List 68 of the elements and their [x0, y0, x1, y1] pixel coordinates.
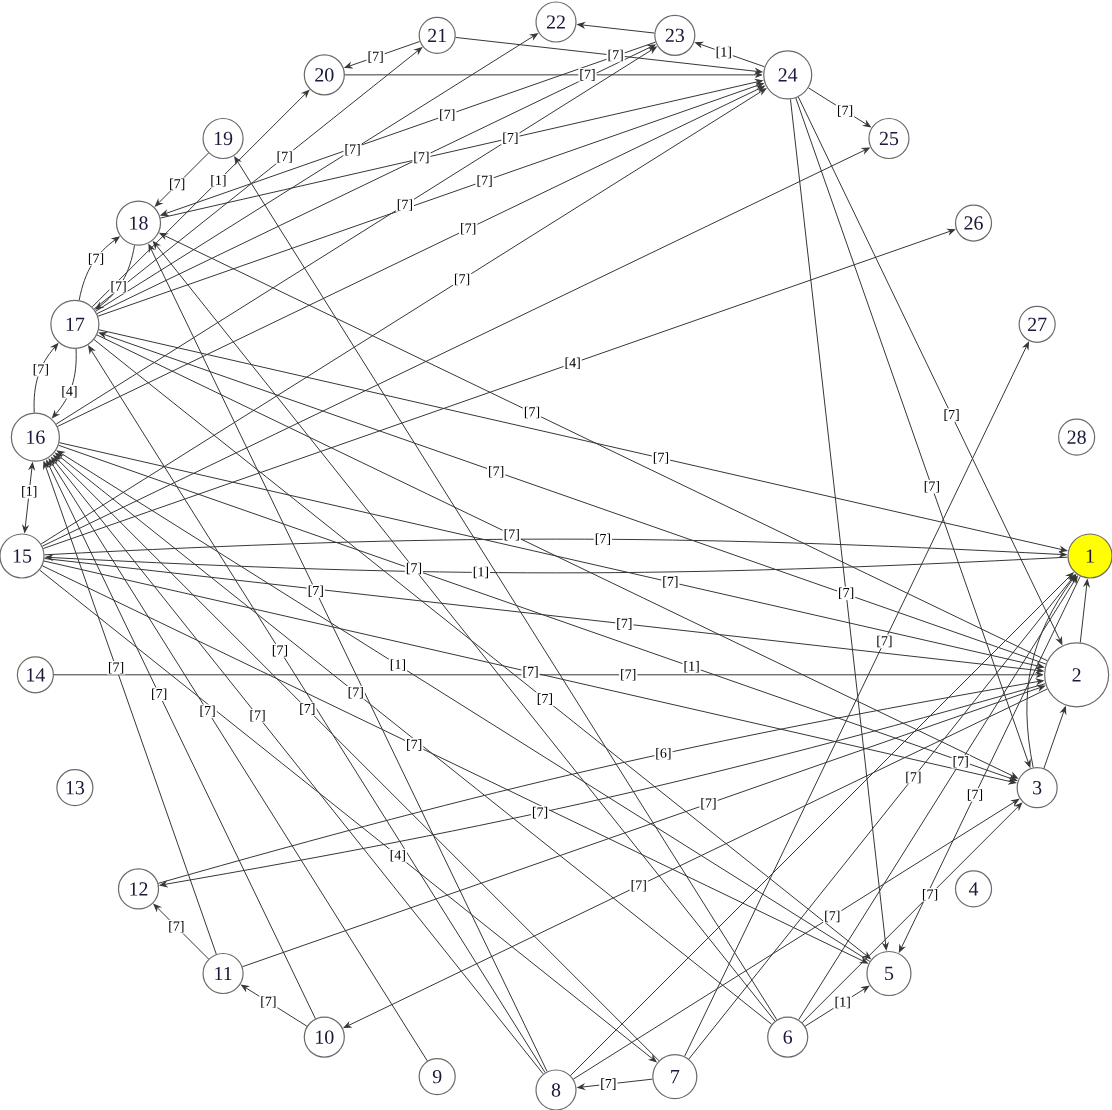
arrow: [39, 569, 657, 1063]
arrow: [898, 575, 1081, 953]
arrow: [97, 82, 764, 317]
arrow: [46, 460, 316, 1020]
arrow: [242, 685, 1046, 968]
arrow: [344, 41, 421, 69]
arrow: [57, 85, 765, 427]
arrow: [22, 462, 35, 533]
arrow: [577, 1078, 653, 1090]
arrow: [801, 802, 1023, 1024]
arrow: [33, 343, 59, 414]
arrow: [43, 560, 1017, 785]
arrow: [1026, 574, 1077, 768]
arrow: [41, 147, 870, 547]
arrow: [798, 575, 1078, 1021]
arrow: [58, 442, 1045, 669]
arrow: [88, 345, 546, 1074]
arrow: [52, 348, 77, 419]
arrow: [56, 450, 871, 962]
arrow: [95, 244, 136, 310]
arrow: [96, 334, 1018, 779]
arrow: [53, 671, 1044, 678]
arrow: [344, 71, 763, 78]
arrow: [43, 461, 217, 955]
arrow: [153, 903, 209, 960]
arrow: [684, 341, 1029, 1057]
arrow: [154, 152, 209, 207]
arrow: [41, 565, 868, 964]
arrow: [55, 452, 773, 1025]
arrow: [44, 538, 1067, 558]
arrow: [159, 232, 1048, 662]
arrow: [160, 79, 763, 219]
arrow: [96, 44, 656, 315]
arrow: [455, 36, 763, 75]
arrow: [148, 244, 548, 1072]
arrow: [241, 984, 308, 1027]
arrow: [808, 87, 871, 128]
arrow: [93, 339, 871, 960]
arrow: [797, 96, 1063, 645]
arrow: [789, 98, 889, 951]
arrow: [234, 156, 778, 1021]
arrow: [55, 46, 657, 425]
arrow: [53, 455, 660, 1062]
arrow: [51, 456, 544, 1075]
arrow: [93, 47, 423, 310]
arrow: [795, 97, 1031, 768]
arrow: [42, 228, 956, 550]
arrow: [95, 33, 538, 312]
arrow: [152, 241, 776, 1022]
arrow: [43, 558, 1044, 674]
arrow: [1079, 579, 1090, 643]
arrow: [572, 798, 1020, 1080]
arrow: [78, 236, 120, 301]
arrow: [91, 89, 310, 308]
arrow: [1043, 706, 1067, 769]
arrow: [40, 88, 767, 545]
arrow: [45, 554, 1068, 574]
arrow: [160, 41, 656, 216]
arrow: [695, 41, 765, 68]
arrow: [577, 22, 655, 34]
arrow: [343, 688, 1048, 1029]
arrow: [688, 574, 1076, 1060]
arrow: [48, 458, 428, 1062]
arrow: [58, 444, 1017, 782]
arrow: [804, 985, 870, 1027]
arrow: [98, 332, 1047, 665]
arrow: [570, 572, 1074, 1076]
arrow: [98, 329, 1068, 553]
